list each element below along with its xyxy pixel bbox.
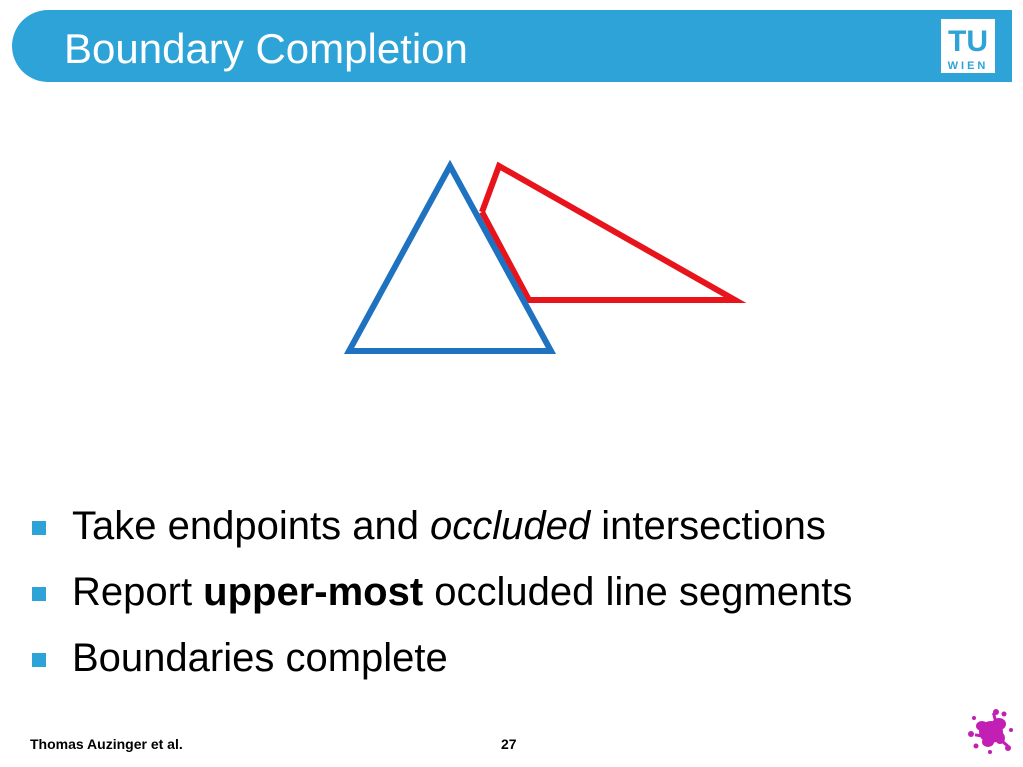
red-occluded-triangle (479, 161, 747, 303)
square-bullet-icon (32, 521, 46, 535)
square-bullet-icon (32, 587, 46, 601)
slide-title: Boundary Completion (64, 25, 468, 72)
bullet-1-text-before: Take endpoints and (72, 504, 431, 548)
bullet-1-emphasis: occluded (430, 504, 591, 548)
bullet-2-emphasis: upper-most (203, 570, 424, 614)
bullet-3-text-before: Boundaries complete (72, 636, 448, 680)
title-bar (12, 10, 1012, 82)
footer-author: Thomas Auzinger et al. (30, 736, 183, 752)
bullet-1-text-after: intersections (590, 504, 826, 548)
blue-triangle (343, 159, 557, 354)
bullet-2-text-before: Report (72, 570, 204, 614)
logo-text-tu: TU (948, 25, 988, 58)
bullet-2-text-after: occluded line segments (423, 570, 853, 614)
tu-wien-logo-icon: TU WIEN (938, 16, 998, 76)
page-number: 27 (501, 736, 517, 752)
square-bullet-icon (32, 653, 46, 667)
logo-text-wien: WIEN (948, 60, 989, 72)
paint-splat-icon (968, 709, 1013, 754)
